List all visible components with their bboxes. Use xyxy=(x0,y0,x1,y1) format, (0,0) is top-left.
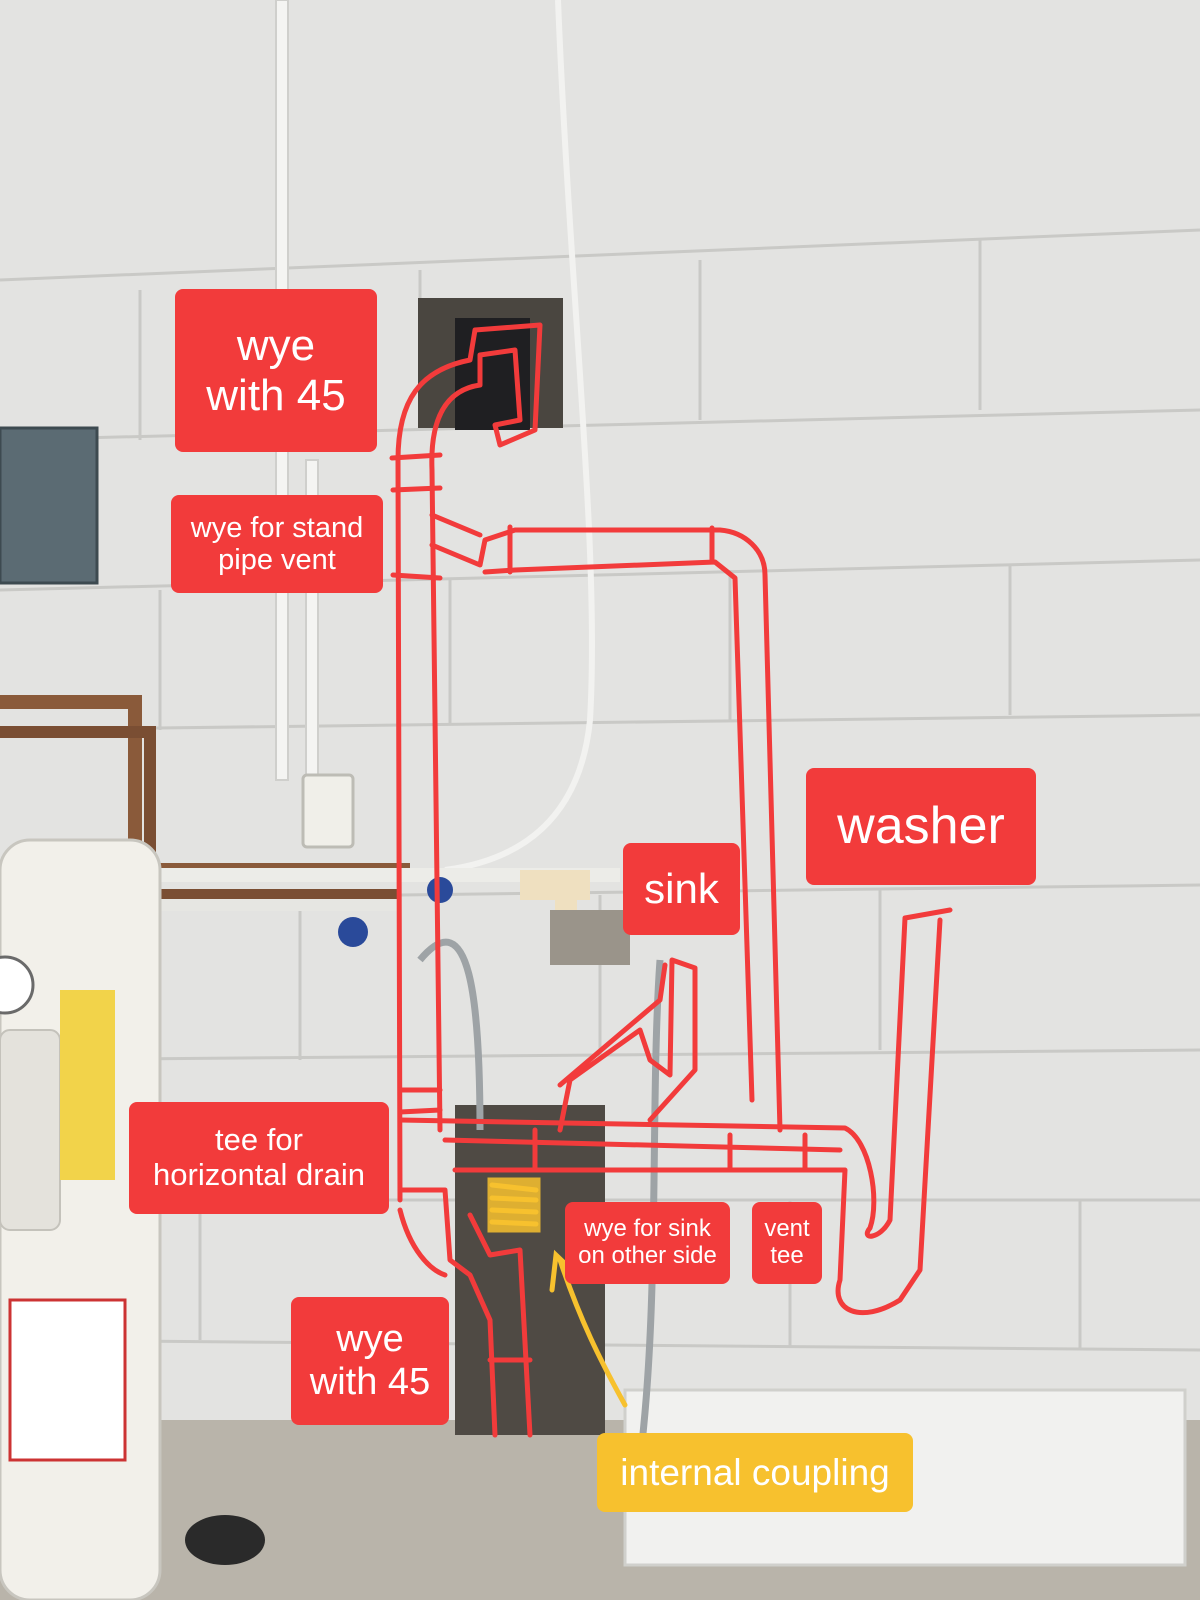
wall-opening-lower xyxy=(550,910,630,965)
copper-pipe-2 xyxy=(0,726,400,901)
label-wye-for-stand-pipe-vent: wye for stand pipe vent xyxy=(171,495,383,593)
label-wye-with-45-top: wye with 45 xyxy=(175,289,377,452)
water-heater-panel xyxy=(0,1029,61,1231)
drawn-drain-layout xyxy=(389,322,953,1438)
label-vent-tee: vent tee xyxy=(752,1202,822,1284)
white-cable xyxy=(444,0,595,873)
label-sink: sink xyxy=(623,843,740,935)
label-internal-coupling: internal coupling xyxy=(597,1433,913,1512)
blue-valve-handle xyxy=(338,917,368,947)
energy-guide-label xyxy=(60,990,115,1180)
electrical-panel xyxy=(0,426,99,585)
electrical-outlet xyxy=(301,773,355,849)
label-wye-with-45-bottom: wye with 45 xyxy=(291,1297,449,1425)
label-tee-for-horizontal-drain: tee for horizontal drain xyxy=(129,1102,389,1214)
ge-logo xyxy=(0,955,35,1015)
label-wye-for-sink-on-other-side: wye for sink on other side xyxy=(565,1202,730,1284)
shoe xyxy=(185,1515,265,1565)
warning-label xyxy=(8,1298,127,1462)
blue-valve-handle-2 xyxy=(427,877,453,903)
label-washer: washer xyxy=(806,768,1036,885)
